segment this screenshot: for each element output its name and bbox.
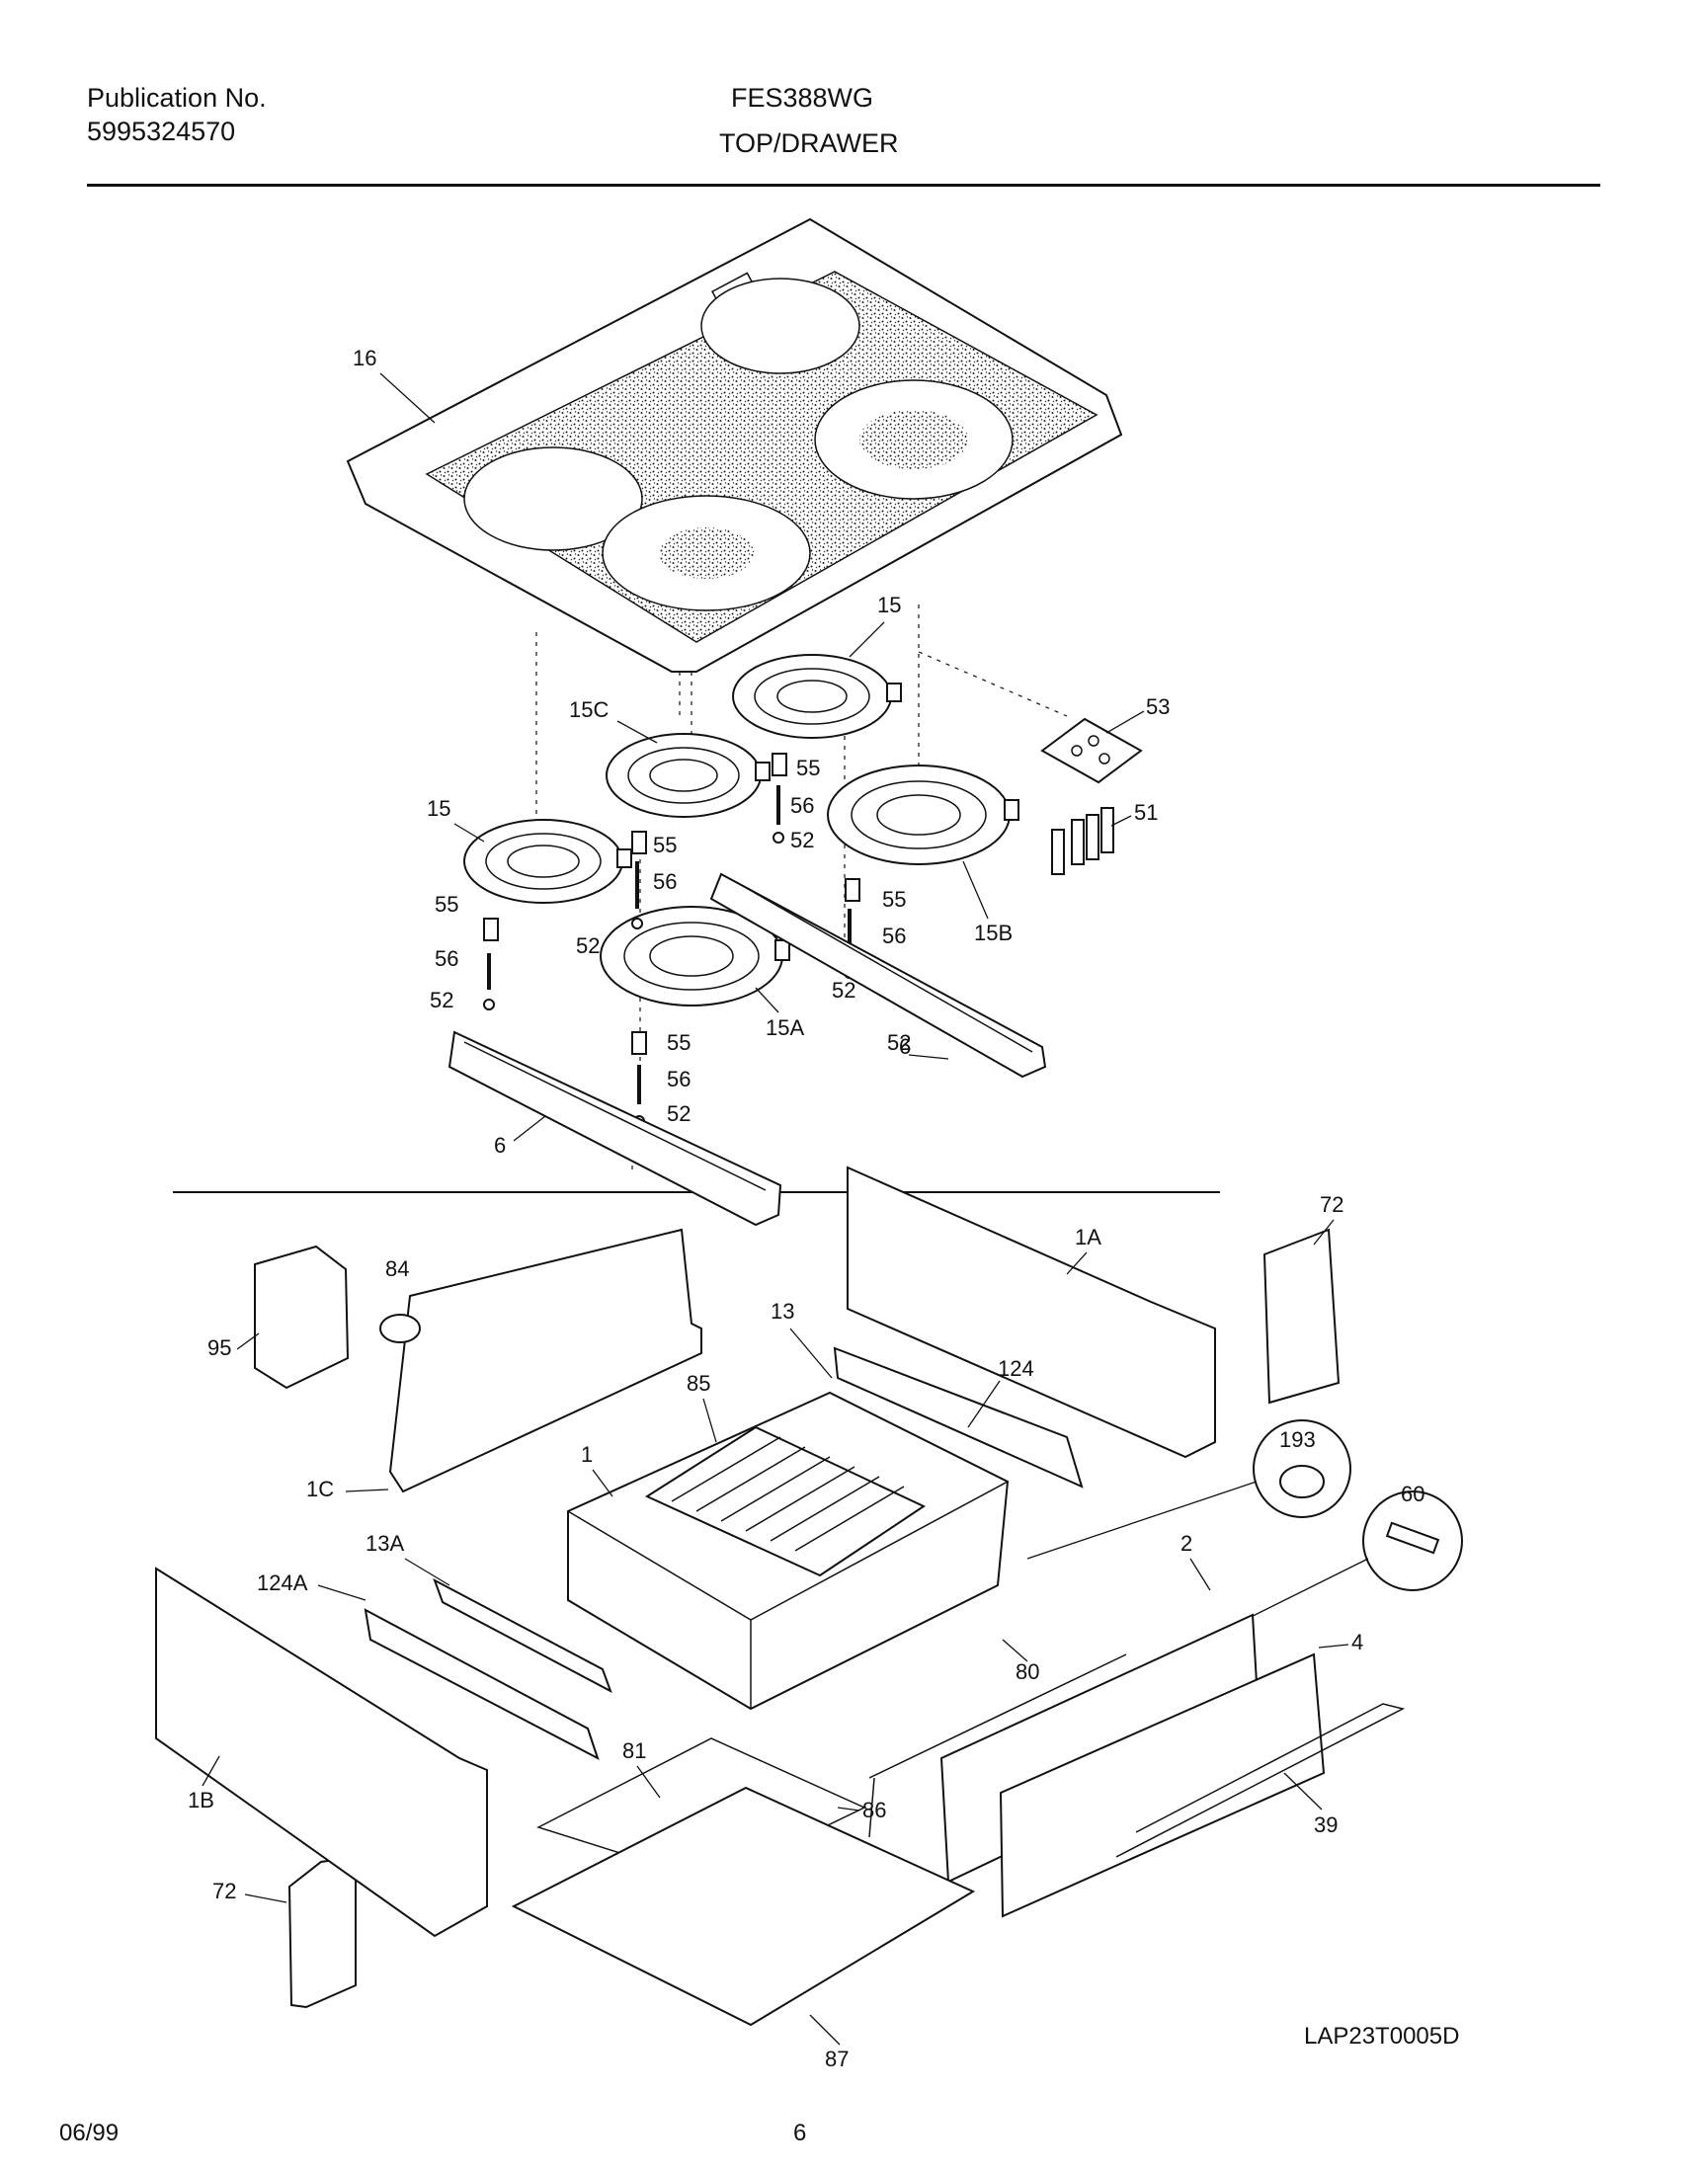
callout-15b: 15B bbox=[974, 921, 1013, 945]
knob-84 bbox=[379, 1314, 421, 1343]
callout-55-a: 55 bbox=[796, 756, 820, 780]
callout-60: 60 bbox=[1401, 1482, 1424, 1506]
element-support-bracket-rear bbox=[709, 872, 1047, 1079]
surface-element-15b bbox=[827, 765, 1019, 865]
callout-55-e: 55 bbox=[667, 1030, 691, 1055]
callout-16: 16 bbox=[353, 346, 376, 370]
trim-72-right bbox=[1262, 1228, 1341, 1405]
surface-element-15-rear bbox=[732, 654, 902, 739]
callout-6-rear: 52 bbox=[887, 1030, 911, 1055]
publication-label: Publication No. bbox=[87, 83, 267, 113]
screw-60-detail bbox=[1362, 1490, 1463, 1591]
callout-56-d: 56 bbox=[882, 924, 906, 948]
callout-72-right: 72 bbox=[1320, 1192, 1343, 1217]
page-number: 6 bbox=[793, 2120, 807, 2146]
gasket-80 bbox=[868, 1653, 1127, 1838]
surface-element-15-left bbox=[463, 819, 632, 904]
callout-95: 95 bbox=[207, 1335, 231, 1360]
callout-6-front: 6 bbox=[899, 1034, 911, 1059]
callout-1a: 1A bbox=[1075, 1225, 1101, 1249]
callout-56-c: 56 bbox=[435, 946, 458, 971]
callout-72-left: 72 bbox=[212, 1879, 236, 1903]
side-panel-1a bbox=[847, 1166, 1216, 1459]
drawer-slide-13 bbox=[833, 1346, 1084, 1489]
callout-2: 2 bbox=[1180, 1531, 1192, 1556]
callout-1: 1 bbox=[581, 1442, 593, 1467]
callout-15: 15 bbox=[877, 593, 901, 617]
publication-date: 06/99 bbox=[59, 2120, 120, 2146]
drawer-rail-124a bbox=[364, 1608, 600, 1761]
callout-193: 193 bbox=[1279, 1427, 1316, 1452]
publication-number: 5995324570 bbox=[87, 117, 236, 146]
callout-39: 39 bbox=[1314, 1812, 1338, 1837]
broiler-rack-85 bbox=[644, 1425, 927, 1577]
callout-84: 84 bbox=[385, 1256, 409, 1281]
callout-6: 6 bbox=[494, 1133, 506, 1158]
callout-85: 85 bbox=[687, 1371, 710, 1396]
handle-39 bbox=[1115, 1703, 1406, 1858]
drawing-code: LAP23T0005D bbox=[1304, 2023, 1460, 2050]
callout-52-c: 52 bbox=[832, 978, 855, 1003]
side-panel-1c bbox=[388, 1228, 702, 1493]
callout-1b: 1B bbox=[188, 1788, 214, 1812]
callout-15-left: 15 bbox=[427, 796, 450, 821]
callout-80: 80 bbox=[1016, 1659, 1039, 1684]
callout-15c: 15C bbox=[569, 697, 609, 722]
infinite-switches-part bbox=[1051, 807, 1114, 875]
callout-13: 13 bbox=[771, 1299, 794, 1324]
callout-51: 51 bbox=[1134, 800, 1158, 825]
glide-193-detail bbox=[1253, 1419, 1351, 1518]
header-rule bbox=[87, 184, 1600, 187]
cooktop-glass-part bbox=[346, 217, 1123, 673]
element-support-bracket-front bbox=[447, 1030, 782, 1227]
drawer-slide-13a bbox=[433, 1577, 612, 1694]
callout-labels: 16 15 15C 55 56 52 53 51 15 55 56 55 15B… bbox=[188, 346, 1424, 2071]
vent-95 bbox=[254, 1245, 350, 1390]
callout-56-a: 56 bbox=[790, 793, 814, 818]
callout-53: 53 bbox=[1146, 694, 1170, 719]
callout-52-e: 52 bbox=[667, 1101, 691, 1126]
callout-1c: 1C bbox=[306, 1477, 334, 1501]
callout-13a: 13A bbox=[366, 1531, 404, 1556]
section-title: TOP/DRAWER bbox=[719, 128, 899, 158]
callout-81: 81 bbox=[622, 1738, 646, 1763]
surface-element-15a bbox=[600, 906, 790, 1006]
callout-55-c: 55 bbox=[435, 892, 458, 917]
terminal-block-part bbox=[1040, 717, 1143, 784]
callout-15a: 15A bbox=[766, 1015, 804, 1040]
side-panel-1b bbox=[155, 1567, 488, 1938]
callout-52-b: 52 bbox=[576, 933, 600, 958]
trim-72-left bbox=[287, 1855, 357, 2009]
callout-52-a: 52 bbox=[790, 828, 814, 852]
callout-55-d: 55 bbox=[882, 887, 906, 912]
callout-55-b: 55 bbox=[653, 833, 677, 857]
surface-element-15c bbox=[606, 733, 771, 818]
drawer-front-4 bbox=[999, 1652, 1326, 1918]
callout-56-b: 56 bbox=[653, 869, 677, 894]
callout-4: 4 bbox=[1351, 1630, 1363, 1654]
callout-52-d: 52 bbox=[430, 988, 453, 1012]
drawer-bottom-87 bbox=[511, 1786, 976, 2027]
callout-56-e: 56 bbox=[667, 1067, 691, 1091]
callout-124a: 124A bbox=[257, 1570, 308, 1595]
callout-87: 87 bbox=[825, 2047, 849, 2071]
callout-124: 124 bbox=[998, 1356, 1034, 1381]
callout-86: 86 bbox=[862, 1798, 886, 1822]
model-number: FES388WG bbox=[731, 83, 874, 113]
